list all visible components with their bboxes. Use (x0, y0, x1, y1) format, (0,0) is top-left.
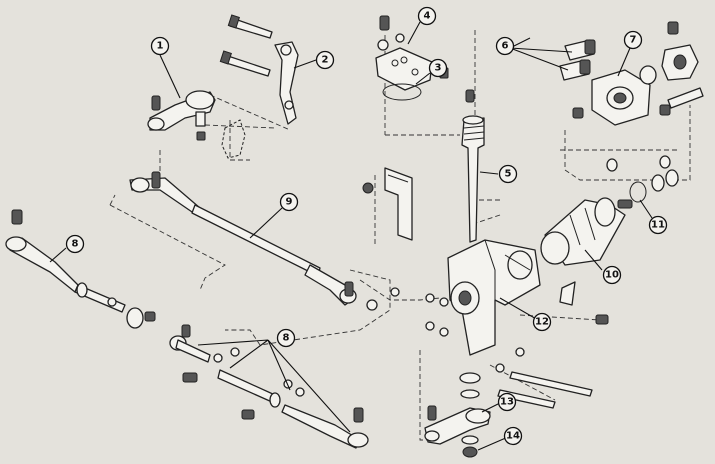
callout-5-label: 5 (505, 169, 512, 180)
grease-screws (559, 39, 596, 81)
callout-10-label: 10 (605, 270, 619, 281)
callout-10: 10 (602, 265, 622, 285)
seal-rings (606, 155, 679, 203)
callout-7-label: 7 (630, 35, 637, 46)
callout-11-label: 11 (651, 220, 665, 231)
callout-3-label: 3 (435, 63, 442, 74)
callout-12-label: 12 (535, 317, 549, 328)
callout-1: 1 (150, 36, 170, 56)
callout-14-label: 14 (506, 431, 520, 442)
callout-1-label: 1 (157, 41, 164, 52)
outer-tie-rod-left (5, 209, 156, 329)
valve-housing (572, 21, 704, 126)
control-valve (521, 197, 633, 267)
callout-2-label: 2 (322, 55, 329, 66)
callout-8-right: 8 (276, 328, 296, 348)
callout-6-label: 6 (502, 41, 509, 52)
outer-tie-rod-right (169, 324, 369, 449)
idler-arm (147, 90, 246, 159)
o-ring (382, 83, 422, 101)
callout-9-label: 9 (286, 197, 293, 208)
cover-plate (375, 15, 449, 91)
callout-11: 11 (648, 215, 668, 235)
callout-14: 14 (503, 426, 523, 446)
steering-box (425, 239, 609, 409)
pitman-arm (424, 372, 491, 458)
clip-bracket (362, 167, 413, 241)
callout-8-left-label: 8 (72, 239, 79, 250)
callout-2: 2 (315, 50, 335, 70)
callout-9: 9 (279, 192, 299, 212)
callout-5: 5 (498, 164, 518, 184)
callout-4: 4 (417, 6, 437, 26)
idler-bracket (219, 14, 299, 125)
callout-pointers (49, 21, 653, 451)
callout-3: 3 (428, 58, 448, 78)
callout-13: 13 (497, 392, 517, 412)
callout-8-right-label: 8 (283, 333, 290, 344)
callout-4-label: 4 (424, 11, 431, 22)
callout-6: 6 (495, 36, 515, 56)
callout-12: 12 (532, 312, 552, 332)
callout-7: 7 (623, 30, 643, 50)
worm-shaft (461, 89, 485, 243)
callout-8-left: 8 (65, 234, 85, 254)
callout-13-label: 13 (500, 397, 514, 408)
center-tie-rod (129, 171, 400, 311)
